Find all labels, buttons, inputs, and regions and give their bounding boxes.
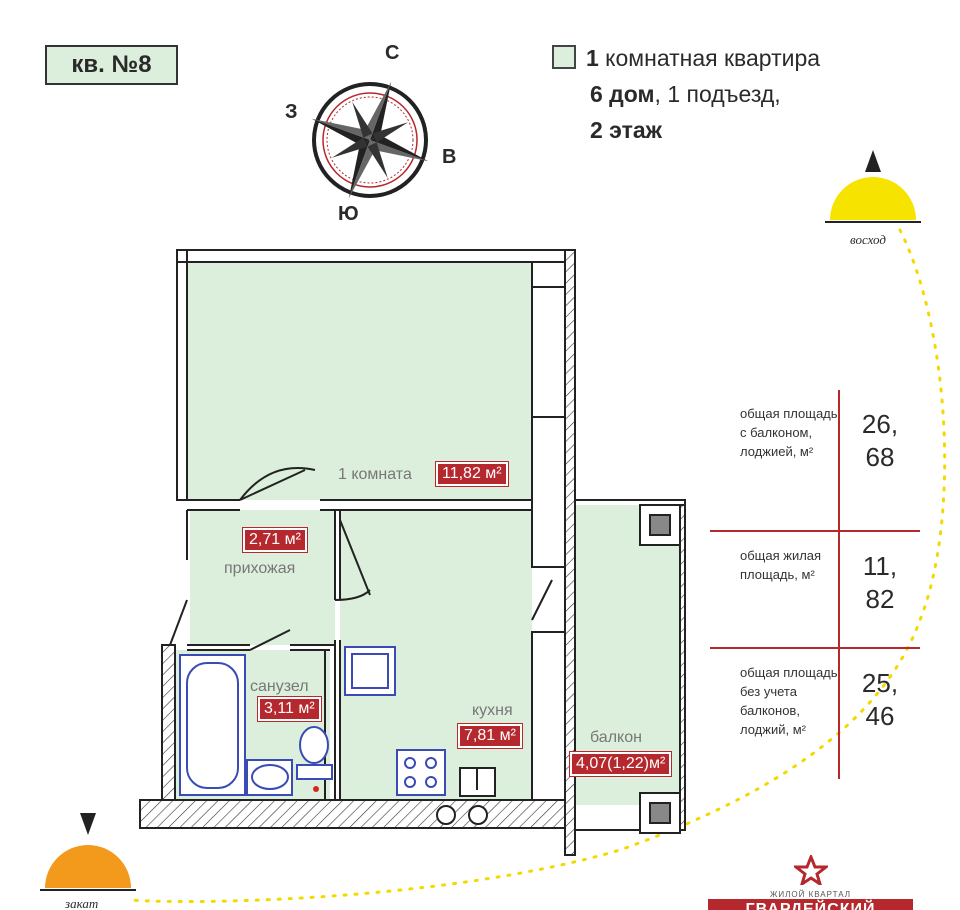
sunrise-label: восход: [850, 232, 886, 247]
area-badge-balcony: 4,07(1,22)м²: [568, 751, 673, 777]
sunrise-icon: [825, 150, 921, 223]
area-badge-hallway: 2,71 м²: [242, 527, 308, 553]
room-color-swatch: [552, 45, 576, 69]
bathtub-icon: [179, 654, 246, 796]
summary-row: общая площадь без учета балконов, лоджий…: [710, 649, 920, 779]
summary-label: общая площадь с балконом, лоджией, м²: [740, 406, 838, 459]
sunset-label: закат: [65, 896, 99, 910]
apartment-number-badge: кв. №8: [45, 45, 178, 85]
room-label-hallway: прихожая: [224, 560, 296, 577]
summary-label: общая площадь без учета балконов, лоджий…: [740, 665, 838, 737]
summary-value: 11, 82: [838, 532, 920, 647]
rooms-text: комнатная квартира: [598, 45, 821, 71]
logo-title: ГВАРДЕЙСКИЙ: [708, 899, 913, 910]
logo-subtitle: ЖИЛОЙ КВАРТАЛ: [769, 890, 851, 899]
area-badge-bathroom: 3,11 м²: [257, 696, 322, 722]
summary-row: общая жилая площадь, м² 11, 82: [710, 532, 920, 649]
sink-icon: [246, 759, 293, 796]
summary-row: общая площадь с балконом, лоджией, м² 26…: [710, 390, 920, 532]
rooms-count: 1: [586, 45, 599, 71]
stove-icon: [396, 749, 446, 796]
entrance-text: , 1 подъезд,: [654, 81, 781, 107]
room-living: [187, 262, 532, 500]
area-badge-kitchen: 7,81 м²: [457, 723, 523, 749]
summary-value: 26, 68: [838, 390, 920, 530]
room-label-bathroom: санузел: [250, 678, 309, 695]
area-badge-living: 11,82 м²: [435, 461, 509, 487]
apartment-info: 1 комнатная квартира 6 дом, 1 подъезд, 2…: [552, 40, 820, 148]
compass-west: З: [285, 101, 298, 123]
fridge-icon: [344, 646, 396, 696]
house-number: 6 дом: [590, 81, 655, 107]
toilet-icon: [296, 726, 333, 780]
room-label-kitchen: кухня: [472, 702, 513, 719]
brand-logo: ЖИЛОЙ КВАРТАЛ ГВАРДЕЙСКИЙ: [708, 852, 913, 910]
ventilation-icons: [436, 805, 488, 825]
compass-east: В: [442, 146, 457, 168]
kitchen-sink-icon: [459, 767, 496, 797]
compass-icon: [311, 81, 429, 199]
compass-south: Ю: [338, 203, 359, 225]
room-label-balcony: балкон: [590, 729, 642, 746]
star-icon: [791, 852, 830, 888]
area-summary-table: общая площадь с балконом, лоджией, м² 26…: [710, 390, 920, 779]
summary-value: 25, 46: [838, 649, 920, 779]
compass-north: С: [385, 42, 400, 64]
room-label-living: 1 комната: [338, 466, 412, 483]
sunset-icon: [40, 813, 136, 891]
floor-number: 2 этаж: [590, 117, 662, 143]
summary-label: общая жилая площадь, м²: [740, 548, 822, 582]
